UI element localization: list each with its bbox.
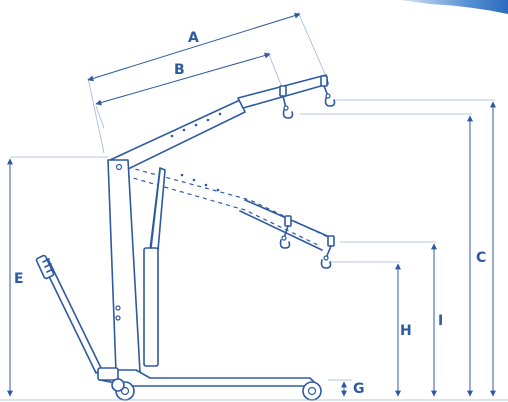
upper-hook-front	[320, 75, 336, 107]
upper-boom	[109, 74, 329, 171]
upper-hook-rear	[279, 85, 294, 119]
label-c: C	[476, 250, 486, 266]
label-b: B	[174, 62, 185, 78]
corner-banner-decoration	[400, 0, 508, 14]
pump-handle	[35, 254, 103, 374]
crane-structure	[0, 74, 508, 401]
dimension-lines	[7, 11, 496, 397]
label-g: G	[353, 381, 365, 397]
label-h: H	[400, 323, 412, 339]
dimension-labels: A B C E G H I	[14, 30, 486, 397]
lower-hook-front	[320, 235, 335, 269]
label-i: I	[438, 313, 443, 329]
label-e: E	[14, 271, 24, 287]
hydraulic-ram	[143, 167, 166, 367]
vertical-mast	[107, 159, 141, 373]
lower-boom-position	[119, 164, 333, 251]
front-wheel	[302, 381, 322, 401]
dimension-b-line	[95, 52, 271, 106]
dimension-a-line	[87, 12, 301, 82]
label-a: A	[188, 30, 199, 46]
mid-wheel	[111, 378, 125, 392]
lower-hook-rear	[279, 215, 292, 249]
